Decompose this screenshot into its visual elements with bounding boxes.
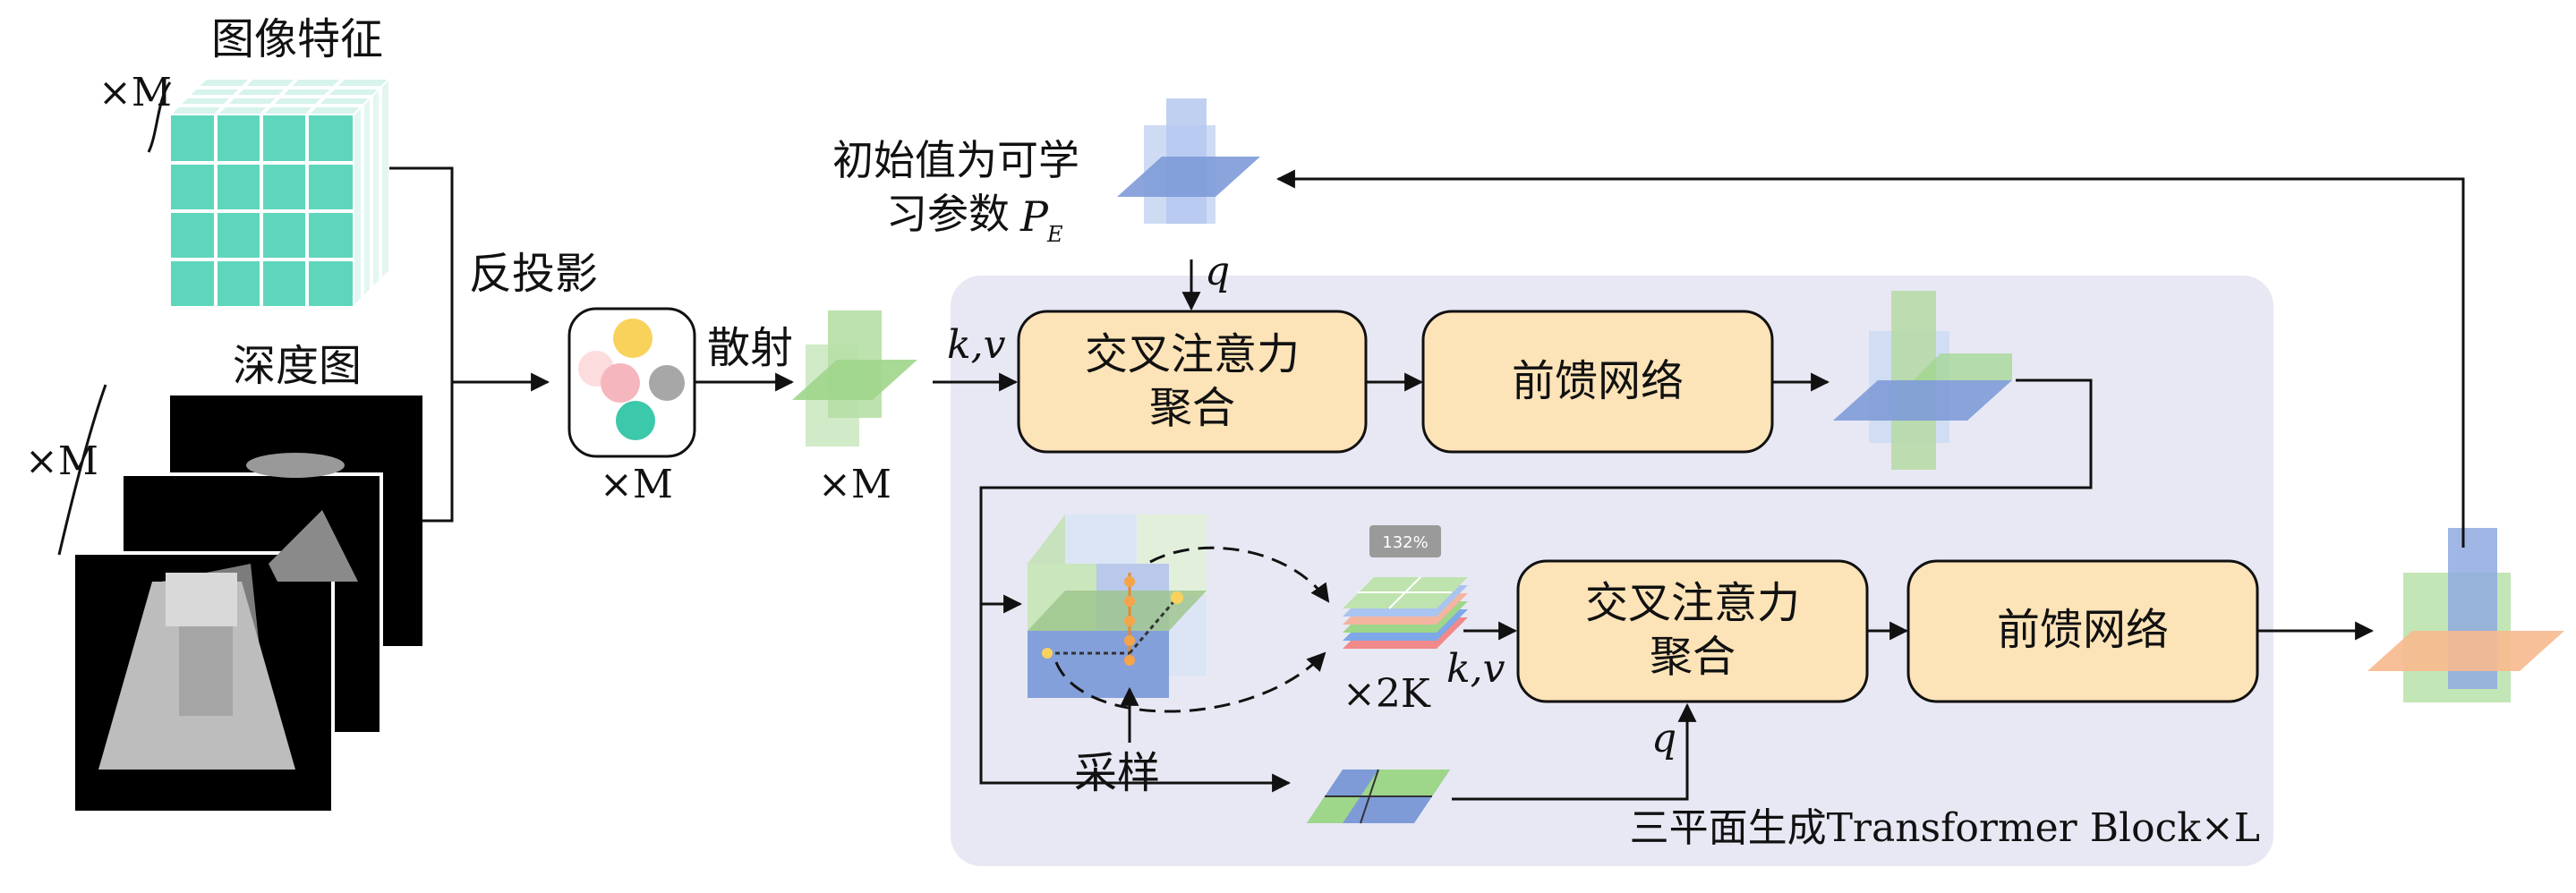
scatter-label: 散射 [707, 323, 793, 373]
triplane-icon [792, 310, 917, 446]
block-caption: 三平面生成Transformer Block×L [1630, 805, 2260, 851]
back-projection-label: 反投影 [469, 249, 598, 299]
triplane-icon [1117, 98, 1260, 224]
q-label-top: q [1205, 249, 1230, 294]
query-plane-icon [1307, 769, 1450, 824]
init-param-line1: 初始值为可学 [832, 136, 1079, 184]
cross-attention-1-line1: 交叉注意力 [1085, 329, 1300, 379]
zoom-badge-text: 132% [1382, 533, 1428, 552]
triplane-icon [2367, 528, 2564, 702]
stack-multiplier: ×2K [1343, 671, 1431, 717]
kv-label-top: k,v [947, 322, 1006, 368]
cross-attention-2-line2: 聚合 [1650, 632, 1736, 682]
depth-map-icon [72, 395, 422, 814]
image-features-label: 图像特征 [211, 14, 383, 64]
depth-map-label: 深度图 [233, 341, 362, 391]
cross-attention-2-line1: 交叉注意力 [1585, 578, 1800, 628]
image-features-multiplier: ×M [98, 70, 172, 115]
triplane-multiplier: ×M [818, 462, 891, 507]
sampling-label: 采样 [1074, 748, 1160, 798]
feature-stack-icon [1343, 576, 1468, 649]
init-param-line2: 习参数 [886, 190, 1010, 238]
feature-cube-icon [167, 76, 392, 310]
points-multiplier: ×M [600, 462, 673, 507]
gaussian-points-icon [567, 307, 696, 458]
sampling-cube-icon [1028, 515, 1207, 698]
pe-subscript: E [1046, 222, 1063, 247]
zoom-badge [1369, 525, 1441, 557]
pe-symbol: P [1019, 192, 1049, 241]
q-label-bottom: q [1651, 716, 1676, 761]
triplane-icon [1833, 291, 2012, 470]
feed-forward-1-label: 前馈网络 [1512, 356, 1684, 406]
kv-label-bottom: k,v [1446, 646, 1506, 692]
feed-forward-2-label: 前馈网络 [1997, 605, 2169, 655]
cross-attention-1-line2: 聚合 [1149, 383, 1235, 433]
depth-map-multiplier: ×M [25, 438, 98, 484]
